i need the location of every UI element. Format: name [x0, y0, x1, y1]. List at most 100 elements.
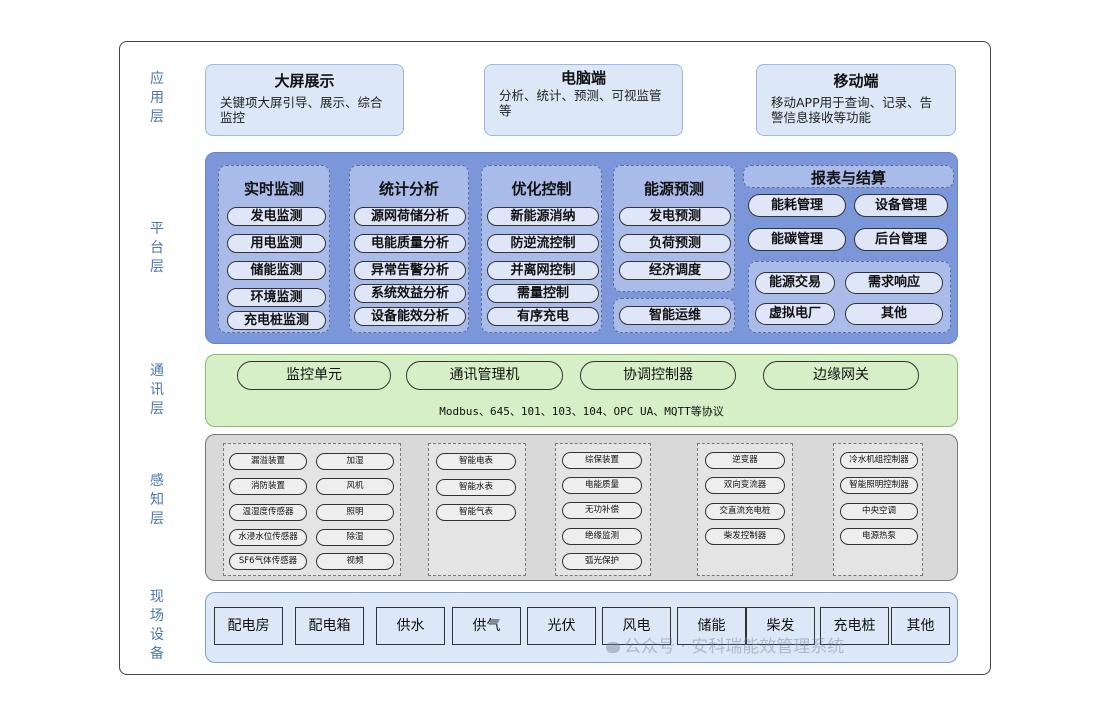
platform-item: 储能监测: [227, 261, 326, 280]
watermark: 公众号 · 安科瑞能效管理系统: [606, 632, 844, 657]
sense-item: 电能质量: [562, 477, 642, 494]
layer-label-comm: 通 讯 层: [140, 362, 174, 419]
column-title: 能源预测: [643, 180, 704, 198]
platform-column-forecast: 能源预测 发电预测 负荷预测 经济调度: [613, 165, 735, 292]
platform-item: 设备能效分析: [354, 307, 466, 326]
layer-label-platform: 平 台 层: [140, 220, 174, 277]
platform-item: 有序充电: [487, 307, 599, 326]
platform-item: 能耗管理: [748, 194, 846, 217]
app-box-mobile: 移动端 移动APP用于查询、记录、告警信息接收等功能: [756, 64, 956, 136]
comm-item: 协调控制器: [580, 361, 736, 390]
sense-item: 柴发控制器: [705, 528, 785, 545]
sense-item: 消防装置: [229, 478, 307, 495]
field-device: 充电桩: [820, 607, 889, 645]
app-title: 电脑端: [560, 69, 606, 87]
sense-item: 逆变器: [705, 452, 785, 469]
layer-label-comm-text: 通 讯 层: [150, 363, 164, 417]
platform-column-monitoring: 实时监测 发电监测 用电监测 储能监测 环境监测 充电桩监测: [218, 165, 330, 333]
sense-item: 综保装置: [562, 452, 642, 469]
sense-group-converters: 逆变器 双向变流器 交直流充电桩 柴发控制器: [697, 443, 793, 576]
sense-item: 智能气表: [436, 504, 516, 521]
platform-item: 发电预测: [619, 207, 731, 226]
platform-item: 发电监测: [227, 207, 326, 226]
platform-item: 需求响应: [845, 272, 943, 294]
sense-item: 智能电表: [436, 453, 516, 470]
sense-item: 智能照明控制器: [840, 477, 918, 494]
platform-item: 虚拟电厂: [755, 303, 835, 325]
platform-item: 源网荷储分析: [354, 207, 466, 226]
field-device: 供气: [452, 607, 521, 645]
platform-item: 充电桩监测: [227, 311, 326, 330]
platform-item: 防逆流控制: [487, 234, 599, 253]
sense-item: 加湿: [316, 453, 394, 470]
sense-item: 水浸水位传感器: [229, 529, 307, 546]
sense-item: 温湿度传感器: [229, 504, 307, 521]
sense-item: 视频: [316, 553, 394, 570]
sense-item: 绝缘监测: [562, 528, 642, 545]
platform-item: 用电监测: [227, 234, 326, 253]
layer-label-field-text: 现 场 设 备: [150, 589, 164, 662]
app-title: 大屏展示: [274, 72, 335, 90]
sense-item: 风机: [316, 478, 394, 495]
app-box-pc: 电脑端 分析、统计、预测、可视监管等: [484, 64, 683, 136]
platform-item: 异常告警分析: [354, 261, 466, 280]
app-box-big-screen: 大屏展示 关键项大屏引导、展示、综合监控: [205, 64, 404, 136]
sense-item: 中央空调: [840, 503, 918, 520]
sense-item: 弧光保护: [562, 553, 642, 570]
platform-item: 负荷预测: [619, 234, 731, 253]
report-title-box: 报表与结算: [743, 165, 954, 188]
platform-item: 经济调度: [619, 261, 731, 280]
sense-item: 无功补偿: [562, 502, 642, 519]
sense-item: 电源热泵: [840, 528, 918, 545]
app-title: 移动端: [833, 72, 879, 90]
field-device: 其他: [891, 607, 950, 645]
field-device: 风电: [602, 607, 671, 645]
app-desc: 关键项大屏引导、展示、综合监控: [220, 95, 383, 125]
platform-item: 能源交易: [755, 272, 835, 294]
sense-group-environment: 漏溢装置 加湿 消防装置 风机 温湿度传感器 照明 水浸水位传感器 除湿 SF6…: [223, 443, 401, 576]
platform-item: 设备管理: [854, 194, 948, 217]
sense-item: 除湿: [316, 529, 394, 546]
column-title: 优化控制: [511, 180, 572, 198]
sense-item: SF6气体传感器: [229, 553, 307, 570]
sense-item: 漏溢装置: [229, 453, 307, 470]
layer-label-sense-text: 感 知 层: [150, 473, 164, 527]
platform-item: 新能源消纳: [487, 207, 599, 226]
field-layer: 配电房 配电箱 供水 供气 光伏 风电 储能 柴发 充电桩 其他: [205, 592, 958, 663]
comm-item: 边缘网关: [763, 361, 919, 390]
sense-item: 交直流充电桩: [705, 503, 785, 520]
field-device: 供水: [376, 607, 445, 645]
sense-item: 照明: [316, 504, 394, 521]
sense-item: 双向变流器: [705, 477, 785, 494]
trade-box: 能源交易 需求响应 虚拟电厂 其他: [748, 261, 951, 333]
field-device: 柴发: [746, 607, 815, 645]
wechat-icon: [606, 641, 620, 653]
platform-item: 其他: [845, 303, 943, 325]
comm-item: 监控单元: [237, 361, 391, 390]
platform-item: 需量控制: [487, 284, 599, 303]
platform-item: 电能质量分析: [354, 234, 466, 253]
platform-item: 环境监测: [227, 288, 326, 307]
comm-layer: 监控单元 通讯管理机 协调控制器 边缘网关 Modbus、645、101、103…: [205, 354, 958, 427]
column-title: 统计分析: [378, 180, 439, 198]
sense-group-protection: 综保装置 电能质量 无功补偿 绝缘监测 弧光保护: [555, 443, 651, 576]
sense-group-hvac: 冷水机组控制器 智能照明控制器 中央空调 电源热泵: [833, 443, 923, 576]
column-title: 报表与结算: [810, 169, 886, 187]
comm-item: 通讯管理机: [406, 361, 563, 390]
platform-item: 智能运维: [619, 306, 731, 325]
sense-item: 冷水机组控制器: [840, 452, 918, 469]
layer-label-field: 现 场 设 备: [140, 588, 174, 664]
field-device: 配电房: [214, 607, 283, 645]
platform-column-control: 优化控制 新能源消纳 防逆流控制 并离网控制 需量控制 有序充电: [481, 165, 602, 333]
field-device: 配电箱: [295, 607, 364, 645]
field-device: 光伏: [527, 607, 596, 645]
sense-layer: 漏溢装置 加湿 消防装置 风机 温湿度传感器 照明 水浸水位传感器 除湿 SF6…: [205, 434, 958, 581]
sense-item: 智能水表: [436, 479, 516, 496]
column-title: 实时监测: [243, 180, 304, 198]
layer-label-app: 应 用 层: [140, 70, 174, 127]
app-desc: 分析、统计、预测、可视监管等: [499, 88, 662, 118]
platform-layer: 实时监测 发电监测 用电监测 储能监测 环境监测 充电桩监测 统计分析 源网荷储…: [205, 152, 958, 344]
platform-item: 并离网控制: [487, 261, 599, 280]
app-desc: 移动APP用于查询、记录、告警信息接收等功能: [771, 95, 933, 125]
layer-label-app-text: 应 用 层: [150, 71, 164, 125]
